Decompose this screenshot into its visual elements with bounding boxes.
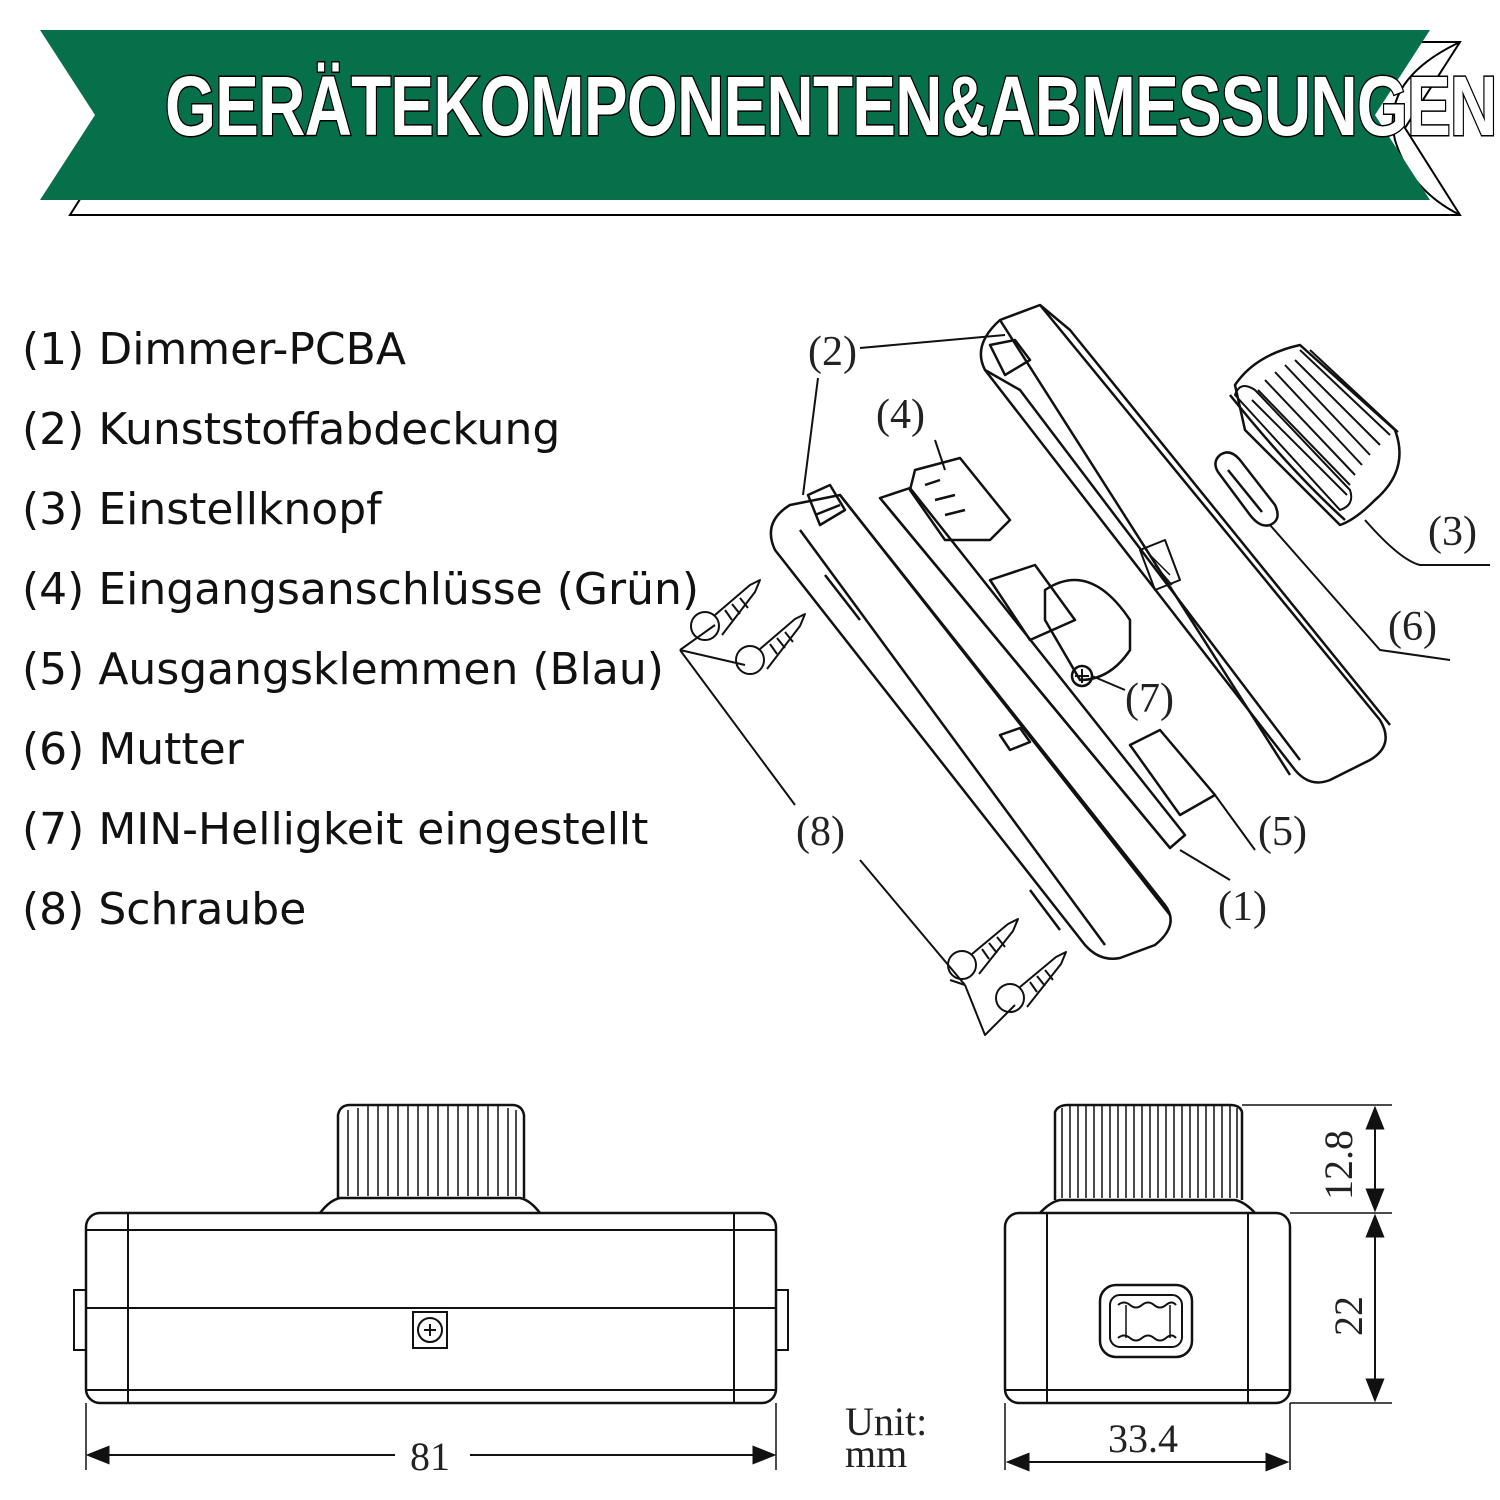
legend-label: Kunststoffabdeckung (98, 404, 561, 455)
title-banner (40, 30, 1462, 216)
legend-label: Ausgangsklemmen (Blau) (98, 644, 664, 695)
legend-number: (8) (22, 884, 85, 935)
legend-label: MIN-Helligkeit eingestellt (98, 804, 649, 855)
legend-label: Einstellknopf (98, 484, 382, 535)
legend-item: (4) Eingangsanschlüsse (Grün) (22, 562, 722, 642)
pcba-part (878, 456, 1217, 850)
legend-number: (4) (22, 564, 85, 615)
nut-part (1214, 451, 1279, 527)
knob-part (1229, 343, 1401, 527)
legend-number: (1) (22, 324, 85, 375)
knob-ribs (347, 1106, 517, 1196)
legend-label: Dimmer-PCBA (98, 324, 406, 375)
legend-item: (2) Kunststoffabdeckung (22, 402, 722, 482)
legend-item: (6) Mutter (22, 722, 722, 802)
legend-number: (5) (22, 644, 85, 695)
legend-number: (2) (22, 404, 85, 455)
callout-2-top: (2) (808, 329, 857, 375)
unit-value: mm (845, 1431, 907, 1476)
legend-number: (7) (22, 804, 85, 855)
legend-label: Mutter (98, 724, 244, 775)
legend-item: (3) Einstellknopf (22, 482, 722, 562)
banner-ribbon (40, 30, 1430, 200)
width-dimension: 81 (410, 1434, 450, 1479)
callout-8: (8) (796, 809, 845, 855)
legend-number: (3) (22, 484, 85, 535)
knob-height-dimension: 12.8 (1316, 1130, 1361, 1200)
exploded-view: (2) (4) (3) (6) (7) (8) (5) (1) (679, 303, 1490, 1036)
callout-5: (5) (1258, 809, 1307, 855)
depth-dimension: 33.4 (1108, 1416, 1178, 1461)
legend-number: (6) (22, 724, 85, 775)
side-knob-ribs (1061, 1106, 1238, 1198)
back-cover-part (979, 303, 1391, 784)
body-height-dimension: 22 (1326, 1296, 1371, 1336)
legend-label: Eingangsanschlüsse (Grün) (98, 564, 700, 615)
callout-7: (7) (1125, 676, 1174, 722)
unit-label: Unit: (845, 1399, 927, 1444)
front-view (73, 1103, 789, 1470)
callout-6: (6) (1388, 604, 1437, 650)
side-view (1003, 1103, 1392, 1472)
page-title: GERÄTEKOMPONENTEN&ABMESSUNGEN (164, 58, 1499, 155)
legend-label: Schraube (98, 884, 307, 935)
callout-3: (3) (1428, 509, 1477, 555)
banner-right-curl (1391, 41, 1461, 216)
component-legend: (1) Dimmer-PCBA (2) Kunststoffabdeckung … (22, 322, 722, 962)
legend-item: (5) Ausgangsklemmen (Blau) (22, 642, 722, 722)
leader-lines (679, 334, 1490, 1036)
legend-item: (1) Dimmer-PCBA (22, 322, 722, 402)
front-cover-part (769, 483, 1172, 960)
callout-4: (4) (876, 392, 925, 438)
legend-item: (7) MIN-Helligkeit eingestellt (22, 802, 722, 882)
legend-item: (8) Schraube (22, 882, 722, 962)
screws-part (690, 579, 1067, 1013)
callout-1: (1) (1218, 884, 1267, 930)
